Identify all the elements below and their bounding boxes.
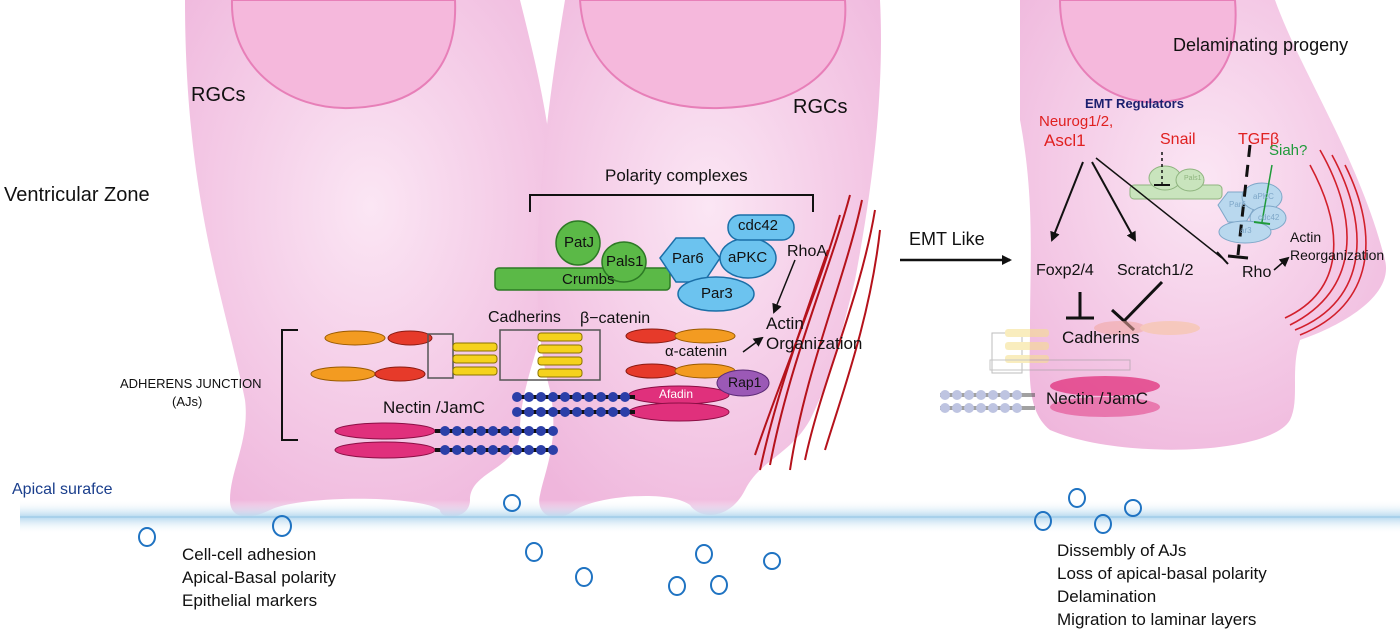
foxp-label: Foxp2/4	[1036, 262, 1094, 279]
rgc-nucleus-left	[230, 0, 457, 110]
actin-reorg-label-1: Actin	[1290, 229, 1322, 245]
pals1-protein	[601, 241, 647, 283]
nectin-complexes	[334, 369, 770, 459]
actin-filaments	[754, 194, 881, 471]
scratch-label: Scratch1/2	[1117, 262, 1194, 279]
cadherins-right-label: Cadherins	[1062, 328, 1140, 347]
delaminating-progeny-label: Delaminating progeny	[1173, 35, 1349, 55]
par3-protein	[677, 276, 755, 312]
delaminating-cell	[1020, 0, 1387, 450]
patj-protein	[555, 220, 601, 266]
ventricular-zone-label: Ventricular Zone	[4, 184, 150, 206]
delaminating-nucleus	[1058, 0, 1237, 104]
siah-label: Siah?	[1269, 142, 1308, 159]
par6-label: Par6	[672, 250, 704, 267]
list-item: Epithelial markers	[182, 591, 318, 610]
alpha-catenin-label: α-catenin	[665, 343, 728, 360]
ghost-par3-label: ar3	[1240, 226, 1252, 235]
emt-regulators-label: EMT Regulators	[1085, 96, 1184, 111]
ghost-par6-label: Par6	[1229, 200, 1246, 209]
apical-vesicles	[138, 488, 1142, 596]
pals1-label: Pals1	[606, 253, 644, 270]
cdc42-label: cdc42	[738, 217, 779, 234]
rap1-protein	[716, 369, 770, 397]
apkc-label: aPKC	[728, 249, 768, 266]
rhoa-label: RhoA	[787, 243, 828, 260]
tgfb-label: TGFβ	[1238, 131, 1280, 148]
afadin-label: Afadin	[659, 387, 694, 401]
adherens-junction-label: ADHERENS JUNCTION	[120, 376, 262, 391]
list-item: Dissembly of AJs	[1057, 541, 1187, 560]
cadherin-complexes	[310, 328, 736, 382]
actin-organization-label-1: Actin	[766, 314, 804, 333]
actin-reorg-label-2: Reorganization	[1290, 247, 1385, 263]
aj-bracket	[281, 329, 298, 441]
ghost-cdc42-label: cdc42	[1258, 213, 1280, 222]
nectin-jamc-label: Nectin /JamC	[383, 398, 486, 417]
rgc-nucleus-middle	[578, 0, 847, 110]
cdc42-protein	[727, 214, 795, 241]
epithelial-features-list: Cell-cell adhesion Apical-Basal polarity…	[182, 543, 336, 612]
polarity-complexes-label: Polarity complexes	[605, 166, 748, 185]
ghost-apkc-label: aPKC	[1253, 192, 1274, 201]
emt-like-label: EMT Like	[909, 229, 985, 249]
polarity-bracket	[529, 194, 814, 212]
rgc-cell-left	[185, 0, 556, 517]
rgcs-label-middle: RGCs	[793, 96, 848, 118]
cadherins-label: Cadherins	[488, 309, 561, 326]
snail-label: Snail	[1160, 131, 1196, 148]
apical-surface-label: Apical surafce	[12, 481, 113, 498]
list-item: Delamination	[1057, 587, 1157, 606]
beta-catenin-label: β−catenin	[580, 310, 651, 327]
ascl1-label: Ascl1	[1044, 131, 1086, 150]
list-item: Apical-Basal polarity	[182, 568, 337, 587]
list-item: Loss of apical-basal polarity	[1057, 564, 1267, 583]
adherens-junction-abbrev: (AJs)	[172, 394, 203, 409]
list-item: Cell-cell adhesion	[182, 545, 317, 564]
nectin-jamc-right-label: Nectin /JamC	[1046, 389, 1149, 408]
par3-label: Par3	[701, 285, 733, 302]
rgcs-label-left: RGCs	[191, 84, 246, 106]
list-item: Migration to laminar layers	[1057, 610, 1257, 629]
patj-label: PatJ	[564, 234, 595, 251]
crumbs-label: Crumbs	[562, 271, 615, 288]
rap1-label: Rap1	[728, 374, 762, 390]
ghost-pals1-label: Pals1	[1184, 175, 1202, 182]
rho-label: Rho	[1242, 264, 1272, 281]
neurog-label: Neurog1/2,	[1039, 113, 1114, 130]
actin-filaments-right	[1284, 149, 1367, 336]
emt-outcomes-list: Dissembly of AJs Loss of apical-basal po…	[1057, 539, 1267, 631]
actin-organization-label-2: Organization	[766, 334, 863, 353]
